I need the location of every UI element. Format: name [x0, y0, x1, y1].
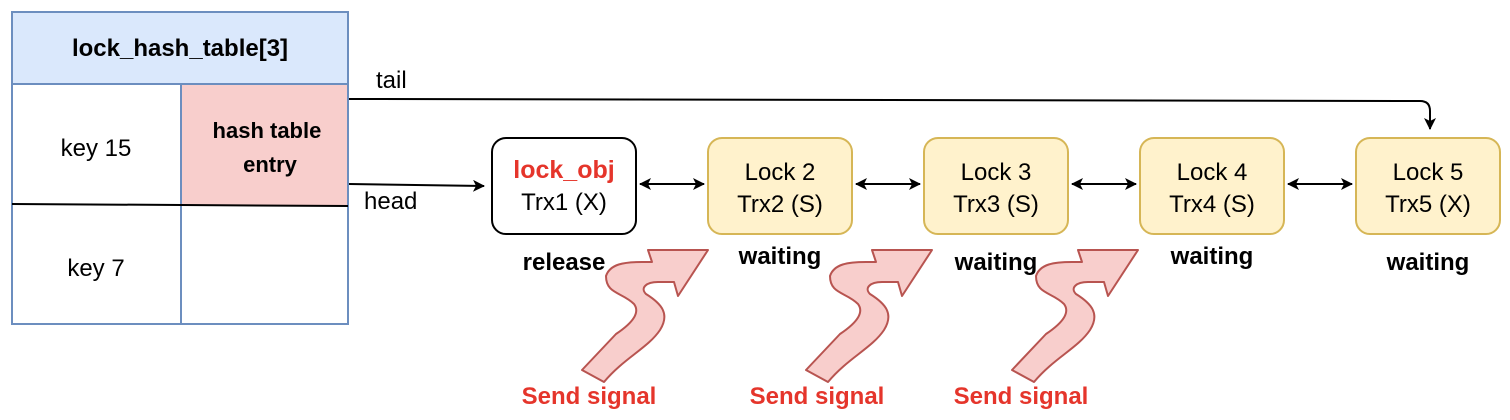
- lock-node-5-box: [1355, 137, 1501, 235]
- lock-node-2-box: [707, 137, 853, 235]
- hash-table-entry-label: hash table entry: [213, 118, 328, 177]
- lock-node-5-name: Lock 5: [1393, 159, 1464, 186]
- lock-node-1: lock_obj Trx1 (X) release: [491, 137, 637, 276]
- signal-label-3: Send signal: [954, 383, 1089, 410]
- lock-node-1-trx: Trx1 (X): [521, 189, 607, 216]
- lock-node-2-name: Lock 2: [745, 159, 816, 186]
- hash-table-row-divider: [11, 203, 349, 207]
- hash-table-entry-cell: [181, 85, 347, 205]
- signal-label-1: Send signal: [522, 383, 657, 410]
- signal-arrow-3: [1011, 249, 1139, 383]
- signal-arrow-2: [805, 249, 933, 383]
- zigzag-arrow-icon: [805, 249, 933, 383]
- lock-node-4: Lock 4 Trx4 (S) waiting: [1139, 137, 1285, 270]
- lock-node-2-trx: Trx2 (S): [737, 191, 823, 218]
- lock-node-4-name: Lock 4: [1177, 159, 1248, 186]
- lock-node-3-status: waiting: [954, 249, 1038, 276]
- tail-arrow: [348, 98, 1436, 130]
- hash-table-title: lock_hash_table[3]: [72, 35, 288, 62]
- hash-table-header: [11, 11, 349, 85]
- lock-node-2: Lock 2 Trx2 (S) waiting: [707, 137, 853, 270]
- lock-node-5: Lock 5 Trx5 (X) waiting: [1355, 137, 1501, 276]
- tail-label: tail: [376, 67, 407, 94]
- head-pointer: head: [348, 179, 485, 215]
- lock-node-3: Lock 3 Trx3 (S) waiting: [923, 137, 1069, 276]
- signal-label-2: Send signal: [750, 383, 885, 410]
- lock-node-1-name: lock_obj: [513, 156, 614, 184]
- hash-table: lock_hash_table[3] key 15 hash table ent…: [11, 11, 349, 325]
- lock-node-3-box: [923, 137, 1069, 235]
- signal-arrow-1: [581, 249, 709, 383]
- hash-table-key-15: key 15: [61, 135, 132, 162]
- head-arrow: [348, 179, 485, 192]
- lock-node-4-trx: Trx4 (S): [1169, 191, 1255, 218]
- lock-node-3-name: Lock 3: [961, 159, 1032, 186]
- head-label: head: [364, 188, 417, 215]
- lock-node-3-trx: Trx3 (S): [953, 191, 1039, 218]
- tail-pointer: tail: [348, 67, 1436, 130]
- lock-node-4-box: [1139, 137, 1285, 235]
- lock-node-5-status: waiting: [1386, 249, 1470, 276]
- zigzag-arrow-icon: [1011, 249, 1139, 383]
- zigzag-arrow-icon: [581, 249, 709, 383]
- lock-node-5-trx: Trx5 (X): [1385, 191, 1471, 218]
- lock-node-4-status: waiting: [1170, 243, 1254, 270]
- lock-node-2-status: waiting: [738, 243, 822, 270]
- lock-node-1-status: release: [523, 249, 606, 276]
- lock-node-1-box: [491, 137, 637, 235]
- hash-table-key-7: key 7: [67, 255, 124, 282]
